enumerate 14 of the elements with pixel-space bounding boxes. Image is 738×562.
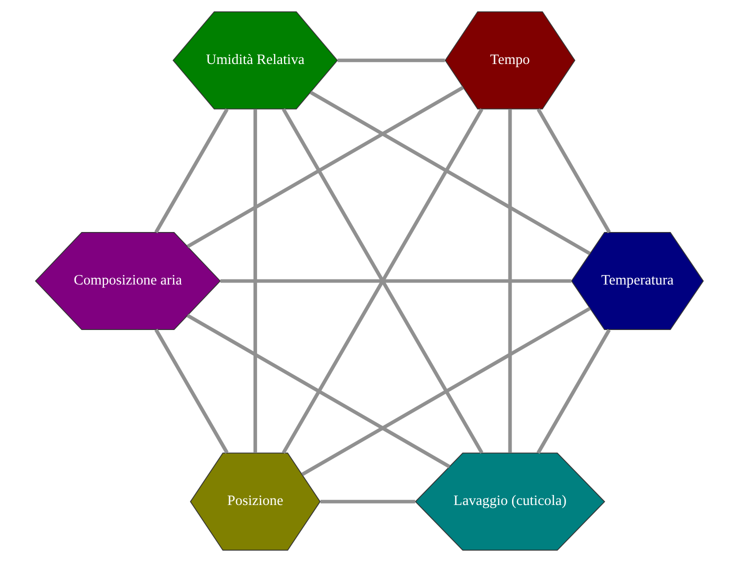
connector [320,500,415,504]
connector [508,109,512,453]
connector [300,306,590,476]
connector [220,279,571,283]
connector [337,58,444,62]
connector [309,90,590,256]
connector [281,108,483,454]
connector [536,108,610,234]
connector [186,86,464,248]
connector [536,329,610,454]
connector [154,328,228,454]
connector [252,109,257,453]
connector [186,314,450,468]
connector [154,108,228,234]
